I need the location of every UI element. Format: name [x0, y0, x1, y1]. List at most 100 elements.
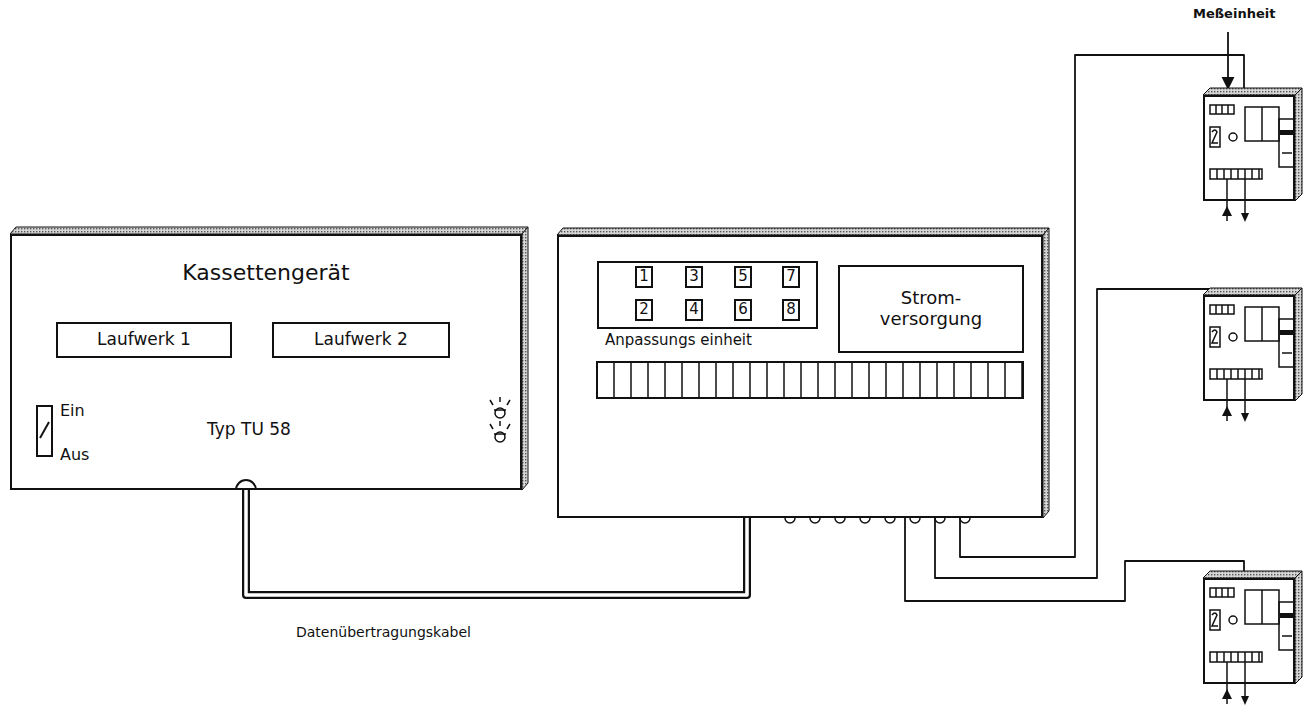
drawing-part [507, 400, 510, 405]
drawing-part [1244, 169, 1246, 179]
drawing-part [1216, 169, 1218, 179]
node-text: 1 [639, 268, 649, 285]
drawing-part [1223, 652, 1225, 662]
node-text: Anpassungs einheit [605, 332, 752, 349]
drawing-part [557, 228, 1049, 235]
switch-box: 6 [734, 299, 752, 321]
drawing-part [1222, 206, 1232, 216]
drawing-part [810, 518, 820, 523]
node-text: Kassettengerät [12, 260, 520, 285]
drawing-part [732, 362, 734, 398]
drawing-part [800, 362, 802, 398]
drawing-part [1215, 305, 1217, 314]
signal-wire [960, 55, 1244, 557]
drawing-part [522, 227, 528, 490]
drawing-part [40, 422, 49, 438]
drawing-part [507, 424, 510, 429]
drawing-part [681, 362, 683, 398]
drawing-part [1203, 88, 1302, 95]
drawing-part [935, 518, 945, 523]
node-text: Laufwerk 1 [97, 330, 191, 350]
drawing-part [630, 362, 632, 398]
drawing-part [1212, 330, 1218, 343]
drawing-part [1261, 307, 1263, 341]
drawing-part [970, 362, 972, 398]
drawing-part [1227, 588, 1229, 597]
drawing-part [1215, 588, 1217, 597]
drawing-part [1279, 119, 1294, 167]
drawing-part [1280, 613, 1293, 618]
drawing-part [494, 433, 506, 435]
drawing-part [1230, 652, 1232, 662]
drawing-part [987, 362, 989, 398]
drawing-part [1215, 105, 1217, 114]
switch-label: Ein [60, 402, 85, 420]
drawing-part [1216, 652, 1218, 662]
node-text: 3 [689, 268, 699, 285]
drawing-part [1021, 362, 1023, 398]
data-cable [246, 490, 747, 595]
drawing-part [1258, 169, 1260, 179]
drawing-part [860, 518, 870, 523]
switch-box: 4 [685, 299, 703, 321]
drawing-part [1043, 228, 1049, 518]
switch-box: 2 [635, 299, 653, 321]
drawing-part [1221, 305, 1223, 314]
drawing-part [1245, 590, 1279, 624]
node-text: Strom- versorgung [870, 288, 992, 329]
drawing-part [1212, 613, 1218, 626]
drawing-part [1251, 169, 1253, 179]
node-text: Laufwerk 2 [314, 330, 408, 350]
unit-art [1205, 297, 1297, 403]
drawing-part [1251, 652, 1253, 662]
wire-line [246, 490, 747, 595]
drawing-part [1258, 369, 1260, 379]
drawing-part [885, 362, 887, 398]
drawing-part [1223, 78, 1233, 88]
drawing-part [499, 397, 501, 402]
drawing-part [1279, 319, 1294, 367]
drawing-part [910, 518, 920, 523]
drawing-part [1279, 602, 1294, 650]
switch-label: Aus [60, 446, 89, 464]
drawing-part [1203, 288, 1302, 295]
drawing-part [1237, 652, 1239, 662]
drawing-part [1210, 652, 1262, 662]
drawing-part [1210, 327, 1220, 347]
connector-studs [785, 518, 970, 523]
node-text: Meßeinheit [1193, 7, 1275, 22]
node-text: 7 [786, 268, 796, 285]
drawing-part [1203, 571, 1302, 578]
drawing-part [1222, 406, 1232, 416]
drawing-part [1280, 130, 1293, 135]
drawing-part [1210, 305, 1294, 421]
drawing-part [868, 362, 870, 398]
switch-box: 8 [782, 299, 800, 321]
node-text: 4 [689, 301, 699, 318]
drawing-part [1229, 133, 1237, 141]
drawing-part [10, 227, 528, 234]
signal-wire [935, 289, 1244, 578]
drawing-part [1295, 88, 1302, 201]
drawing-part [1210, 169, 1262, 179]
drawing-part [1216, 369, 1218, 379]
drawing-part [1237, 369, 1239, 379]
drawing-part [885, 518, 895, 523]
drawing-part [698, 362, 700, 398]
drawing-part [1245, 107, 1279, 141]
switch-box: 1 [635, 266, 653, 288]
wire-line [246, 490, 747, 595]
drawing-part [1230, 369, 1232, 379]
drawing-part [1241, 413, 1249, 422]
switch-box: 3 [685, 266, 703, 288]
drawing-part [1004, 362, 1006, 398]
drawing-part [902, 362, 904, 398]
drawing-part [715, 362, 717, 398]
switch-box: 7 [782, 266, 800, 288]
drawing-part [613, 362, 615, 398]
drawing-part [1280, 330, 1293, 335]
drawing-part [1223, 169, 1225, 179]
drawing-part [1230, 169, 1232, 179]
